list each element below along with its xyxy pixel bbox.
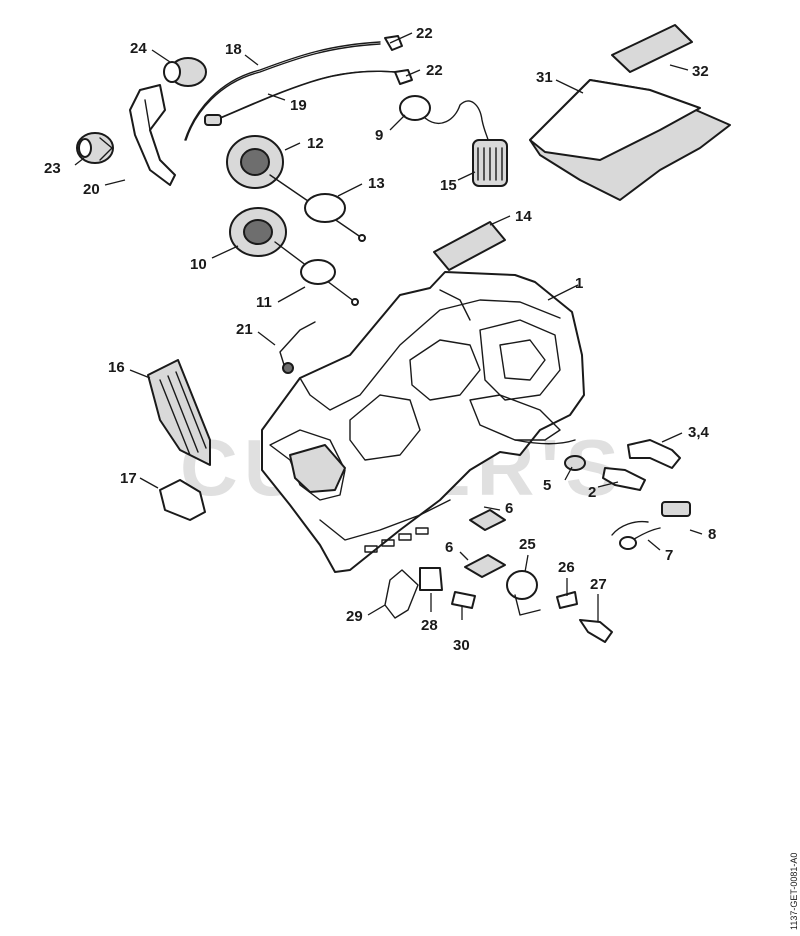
- housing-part-1: [261, 271, 585, 573]
- part-13-o-ring: [304, 193, 346, 223]
- part-26-screw: [556, 591, 578, 609]
- part-11-o-ring: [300, 259, 336, 285]
- callout-21: 21: [236, 321, 253, 338]
- part-17-bracket: [159, 479, 206, 521]
- callout-23: 23: [44, 160, 61, 177]
- callout-16: 16: [108, 359, 125, 376]
- callout-14: 14: [515, 208, 532, 225]
- part-15-fuel-filter: [472, 139, 508, 187]
- part-7-hose: [611, 520, 661, 550]
- callout-19: 19: [290, 97, 307, 114]
- part-21-oil-hose: [279, 321, 316, 374]
- callout-10: 10: [190, 256, 207, 273]
- part-24-plug: [163, 57, 207, 87]
- part-9-fuel-pickup: [399, 95, 490, 146]
- callout-18: 18: [225, 41, 242, 58]
- leader-lines: [74, 32, 703, 622]
- part-27-screw: [579, 619, 613, 643]
- part-30-screw: [451, 591, 476, 609]
- callout-5: 5: [543, 477, 551, 494]
- callout-29: 29: [346, 608, 363, 625]
- part-16-guard: [147, 359, 211, 466]
- part-23-primer-bulb: [76, 132, 114, 164]
- callout-8: 8: [708, 526, 716, 543]
- part-20-bracket: [129, 84, 176, 186]
- part-22-fitting-bottom: [394, 69, 413, 85]
- part-29-gasket: [384, 569, 419, 619]
- part-3-4-fitting: [627, 439, 681, 469]
- part-31-cover: [529, 79, 731, 201]
- callout-26: 26: [558, 559, 575, 576]
- part-5-sleeve: [564, 455, 586, 471]
- callout-11: 11: [256, 294, 272, 311]
- callout-13: 13: [368, 175, 385, 192]
- part-28-bracket: [419, 567, 443, 591]
- callout-6-upper: 6: [505, 500, 513, 517]
- callout-24: 24: [130, 40, 147, 57]
- callout-9: 9: [375, 127, 383, 144]
- callout-27: 27: [590, 576, 607, 593]
- part-14-label: [433, 221, 506, 271]
- part-8-spring: [661, 501, 691, 517]
- document-id: 1137-GET-0081-A0: [789, 853, 799, 930]
- part-10-oil-pump: [229, 207, 359, 306]
- callout-25: 25: [519, 536, 536, 553]
- part-25-bracket: [506, 570, 541, 616]
- callout-22-top: 22: [416, 25, 433, 42]
- part-32-decal: [611, 24, 693, 73]
- callout-6-lower: 6: [445, 539, 453, 556]
- callout-1: 1: [575, 275, 583, 292]
- callout-17: 17: [120, 470, 137, 487]
- callout-30: 30: [453, 637, 470, 654]
- callout-2: 2: [588, 484, 596, 501]
- callout-7: 7: [665, 547, 673, 564]
- callout-12: 12: [307, 135, 324, 152]
- part-6-damper-lower: [464, 554, 506, 578]
- part-18-19-hoses: [184, 41, 396, 141]
- callout-31: 31: [536, 69, 553, 86]
- callout-20: 20: [83, 181, 100, 198]
- callout-labels: 1 2 3,4 5 6 6 7 8 9 10 11 12 13 14 15 16…: [44, 25, 716, 654]
- callout-32: 32: [692, 63, 709, 80]
- callout-15: 15: [440, 177, 457, 194]
- callout-22-bottom: 22: [426, 62, 443, 79]
- callout-3-4: 3,4: [688, 424, 710, 441]
- callout-28: 28: [421, 617, 438, 634]
- part-2-fitting: [602, 467, 646, 491]
- part-6-damper-upper: [469, 509, 506, 531]
